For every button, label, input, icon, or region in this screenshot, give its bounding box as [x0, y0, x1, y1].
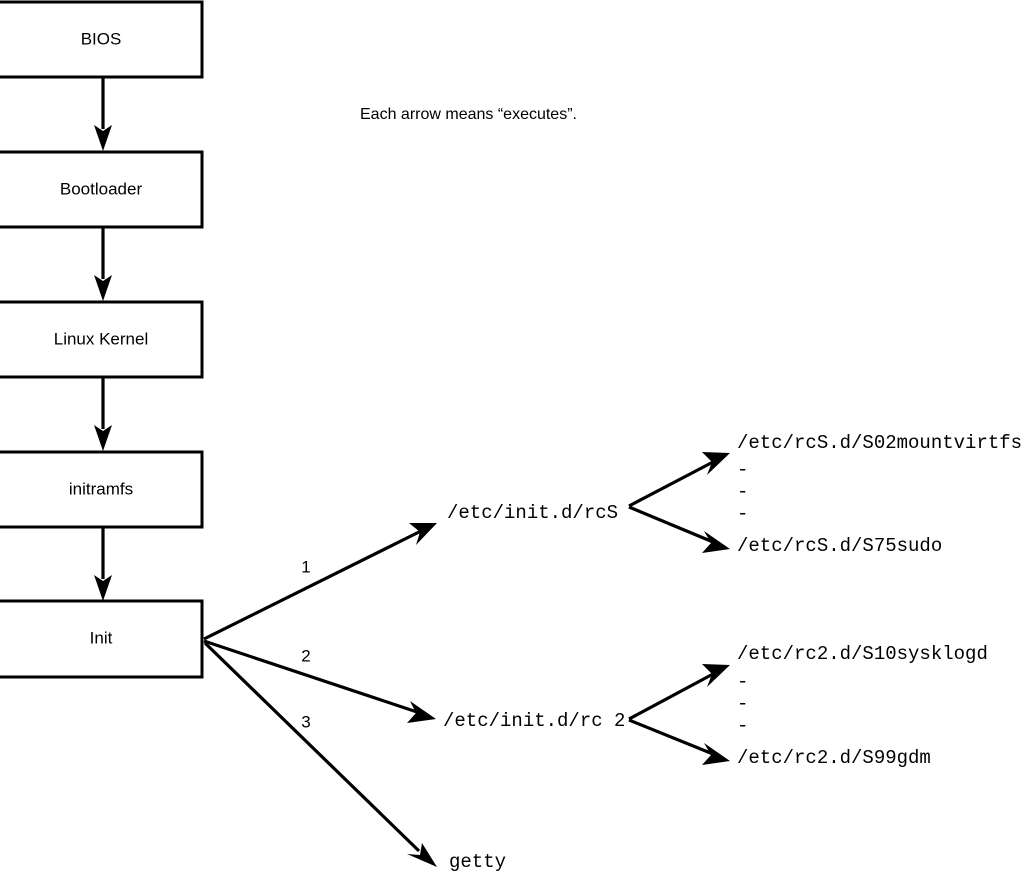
box-bootloader-rect	[0, 150, 204, 229]
rcs-ellipsis-dash-1: -	[737, 459, 748, 481]
branch-1-arrowhead	[409, 523, 437, 545]
rcs-ellipsis-dash-2: -	[737, 481, 748, 503]
rc2-ellipsis-dash-3: -	[737, 715, 748, 737]
rcs-ellipsis-dash-3: -	[737, 503, 748, 525]
box-bios-rect	[0, 0, 204, 79]
rcs-first-line	[628, 460, 714, 508]
branch-2-number: 2	[301, 646, 310, 665]
rc2-last-script-label: /etc/rc2.d/S99gdm	[737, 747, 931, 769]
rcs-last-arrowhead	[702, 531, 730, 553]
arrowhead-bios-to-bootloader	[94, 125, 112, 151]
branch-1-target-label: /etc/init.d/rcS	[447, 502, 618, 524]
rc2-last-line	[628, 718, 714, 756]
branch-3-line	[203, 641, 421, 853]
box-linux-kernel[interactable]: Linux Kernel	[0, 300, 204, 379]
box-init-rect	[0, 599, 204, 679]
rc2-first-script-label: /etc/rc2.d/S10sysklogd	[737, 643, 988, 665]
rcs-last-arrow	[628, 505, 730, 553]
rc2-last-arrowhead	[702, 743, 730, 765]
box-init-label: Init	[90, 628, 113, 647]
caption-text: Each arrow means “executes”.	[360, 106, 577, 123]
rc2-first-line	[628, 672, 714, 721]
box-bootloader-label: Bootloader	[60, 179, 143, 198]
rcs-first-arrow	[628, 452, 730, 508]
branch-2-arrowhead	[407, 701, 436, 723]
branch-3-arrow	[203, 641, 437, 867]
chain-connectors	[94, 77, 112, 601]
box-linux-kernel-label: Linux Kernel	[54, 329, 149, 348]
branch-1-number: 1	[301, 557, 310, 576]
rc2-first-arrow	[628, 664, 730, 721]
box-bios[interactable]: BIOS	[0, 0, 204, 79]
box-init[interactable]: Init	[0, 599, 204, 679]
rc2-ellipsis-dash-2: -	[737, 693, 748, 715]
arrowhead-bootloader-to-kernel	[94, 275, 112, 301]
box-linux-kernel-rect	[0, 300, 204, 379]
branch-3-target-label: getty	[449, 851, 506, 873]
rc2-last-arrow	[628, 718, 730, 765]
arrowhead-initramfs-to-init	[94, 575, 112, 601]
box-initramfs[interactable]: initramfs	[0, 450, 204, 529]
rcs-last-script-label: /etc/rcS.d/S75sudo	[737, 535, 942, 557]
branch-2-line	[203, 639, 418, 714]
branch-2-arrow	[203, 639, 436, 723]
box-bootloader[interactable]: Bootloader	[0, 150, 204, 229]
branch-2-target-label: /etc/init.d/rc 2	[443, 710, 625, 732]
box-bios-label: BIOS	[81, 29, 122, 48]
rc2-ellipsis-dash-1: -	[737, 671, 748, 693]
rcs-first-arrowhead	[702, 452, 730, 475]
branch-1-line	[203, 529, 422, 641]
branch-3-arrowhead	[407, 843, 437, 867]
box-initramfs-label: initramfs	[69, 479, 133, 498]
arrowhead-kernel-to-initramfs	[94, 425, 112, 451]
box-initramfs-rect	[0, 450, 204, 529]
branch-1-arrow	[203, 523, 437, 641]
rc2-first-arrowhead	[702, 664, 730, 687]
rcs-last-line	[628, 505, 714, 544]
branch-3-number: 3	[301, 712, 310, 731]
rcs-first-script-label: /etc/rcS.d/S02mountvirtfs	[737, 432, 1022, 454]
